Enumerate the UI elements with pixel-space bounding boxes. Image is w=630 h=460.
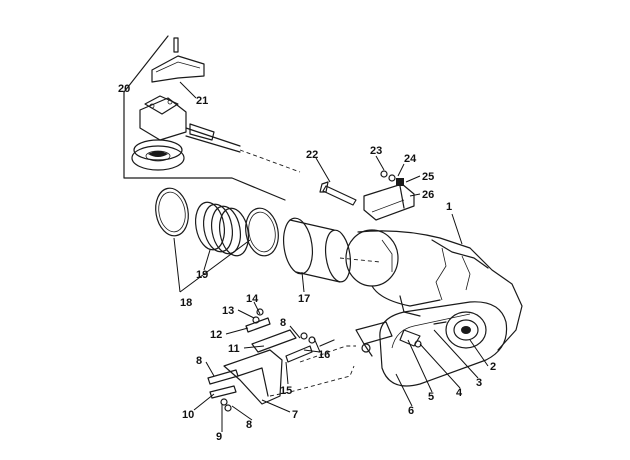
clamp-ring-right	[245, 207, 279, 257]
callout-26: 26	[422, 189, 434, 201]
callout-4: 4	[456, 387, 463, 399]
callout-15: 15	[280, 385, 292, 397]
callout-7: 7	[292, 409, 298, 421]
callout-17: 17	[298, 293, 310, 305]
callout-1: 1	[446, 201, 452, 213]
callout-leaders	[173, 81, 489, 432]
callout-11: 11	[228, 343, 240, 355]
bolt-long	[319, 181, 357, 206]
engine-housing	[345, 229, 523, 351]
belt-cover	[379, 301, 508, 387]
drive-pulley	[433, 311, 487, 349]
callout-23: 23	[370, 145, 382, 157]
callout-12: 12	[210, 329, 222, 341]
callout-14: 14	[246, 293, 259, 305]
inset-assembly	[131, 37, 301, 173]
mount-bracket	[363, 183, 415, 221]
bolts-lower	[207, 369, 239, 412]
callout-19: 19	[196, 269, 208, 281]
callout-3: 3	[476, 377, 482, 389]
dashed-leaders	[269, 345, 356, 397]
callout-20: 20	[118, 83, 130, 95]
callout-9: 9	[216, 431, 222, 443]
callout-13: 13	[222, 305, 234, 317]
callout-21: 21	[196, 95, 208, 107]
callout-10: 10	[182, 409, 194, 421]
callout-6: 6	[408, 405, 414, 417]
callout-24: 24	[404, 153, 417, 165]
callout-25: 25	[422, 171, 434, 183]
spring-coil	[194, 201, 250, 257]
callout-2: 2	[490, 361, 496, 373]
washers-nut	[380, 170, 404, 186]
callout-5: 5	[428, 391, 434, 403]
inset-bracket	[123, 35, 286, 201]
callout-labels: 1 2 3 4 5 6 7 8 8 8 9 10 11 12 13 14 15 …	[118, 83, 496, 443]
duct-cylinder	[282, 217, 381, 283]
callout-22: 22	[306, 149, 318, 161]
callout-8-bottom: 8	[246, 419, 252, 431]
lower-bracket	[223, 329, 297, 405]
bracket-hardware	[355, 321, 422, 357]
callout-18: 18	[180, 297, 192, 309]
callout-8-right: 8	[280, 317, 286, 329]
callout-16: 16	[318, 349, 330, 361]
clamp-ring-left	[155, 187, 189, 237]
callout-8-left: 8	[196, 355, 202, 367]
